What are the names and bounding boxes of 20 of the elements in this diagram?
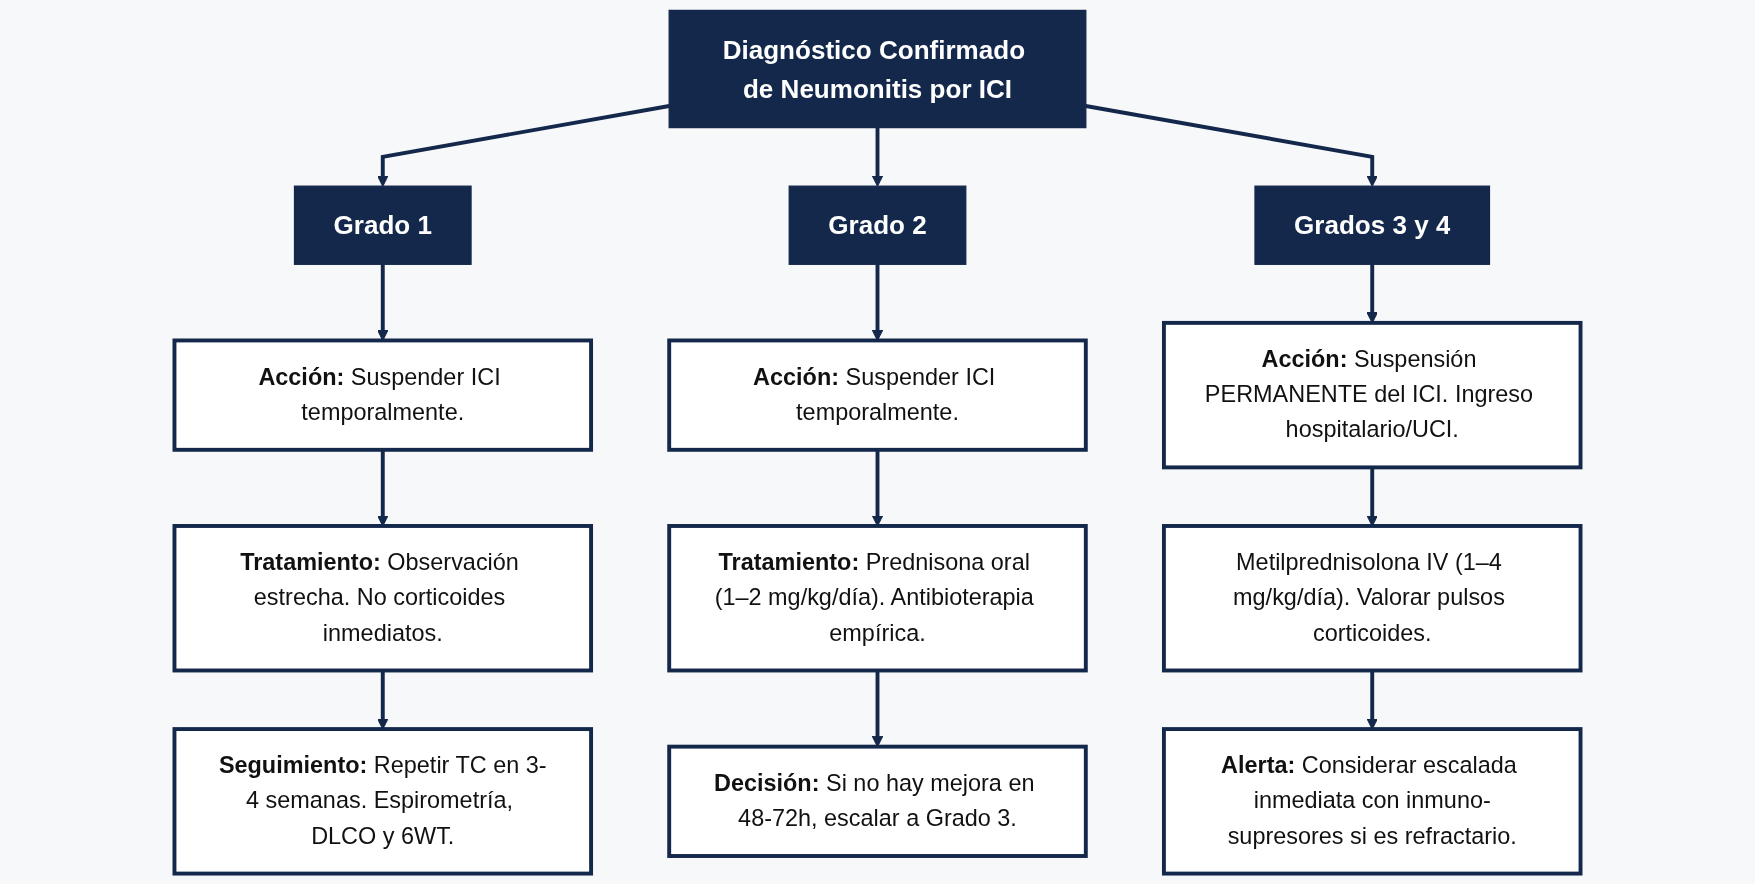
- arrow: [377, 104, 670, 187]
- arrow: [871, 264, 884, 341]
- node-box: Alerta: Considerar escalada inmediata con inmuno-supresores si es refractario.: [1161, 727, 1583, 876]
- node-box: Metilprednisolona IV (1–4 mg/kg/día). Valorar pulsos corticoides.: [1161, 524, 1583, 673]
- node-box: Grados 3 y 4: [1254, 185, 1491, 265]
- node-box: Diagnóstico Confirmado de Neumonitis por ICI: [668, 9, 1087, 129]
- node-box: Tratamiento: Observación estrecha. No corticoides inmediatos.: [172, 524, 594, 673]
- arrow: [1085, 104, 1378, 187]
- node-box: Tratamiento: Prednisona oral (1–2 mg/kg/día). Antibioterapia empírica.: [667, 524, 1088, 673]
- node-box: Acción: Suspender ICI temporalmente.: [172, 338, 594, 452]
- node-box: Seguimiento: Repetir TC en 3-4 semanas. Espirometría, DLCO y 6WT.: [172, 727, 594, 876]
- arrow: [377, 264, 389, 341]
- arrow: [1366, 670, 1378, 730]
- node-box: Grado 1: [293, 185, 472, 265]
- arrow: [377, 670, 389, 730]
- node-box: Acción: Suspender ICI temporalmente.: [667, 338, 1088, 452]
- arrow: [871, 127, 884, 187]
- node-box: Acción: Suspensión PERMANENTE del ICI. Ingreso hospitalario/UCI.: [1161, 320, 1583, 470]
- node-box: Decisión: Si no hay mejora en 48-72h, escalar a Grado 3.: [667, 744, 1088, 858]
- node-box: Grado 2: [788, 185, 967, 265]
